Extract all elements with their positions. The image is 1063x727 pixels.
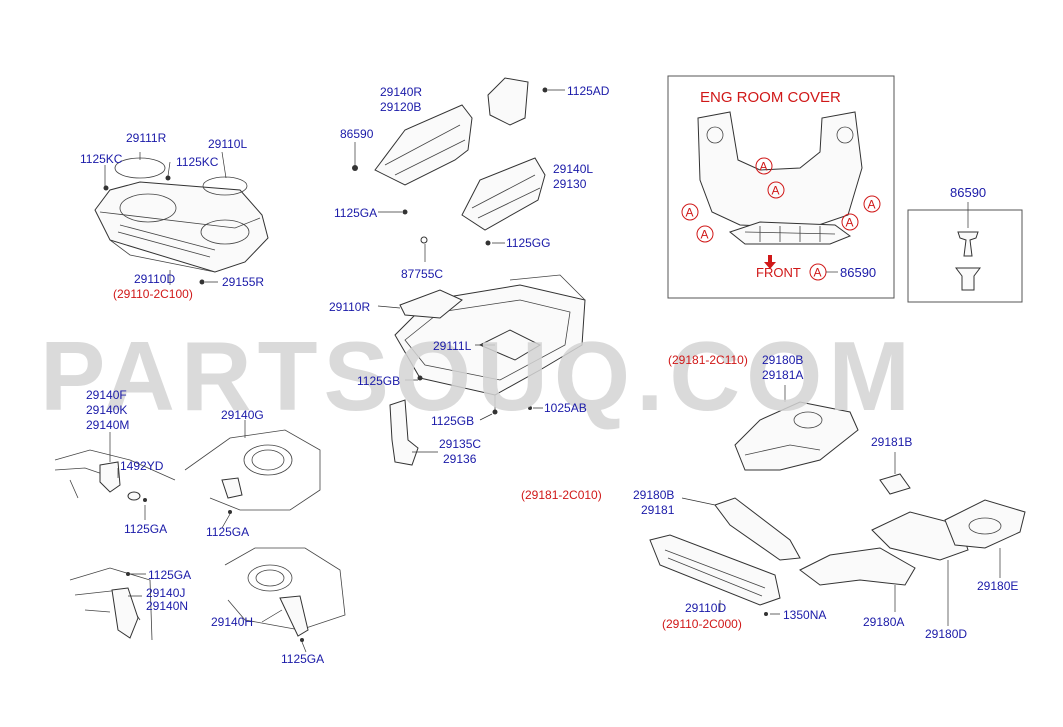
part-label-1125GA[interactable]: 1125GA bbox=[281, 652, 324, 666]
clip-icon bbox=[199, 279, 205, 285]
front-label: FRONT bbox=[756, 265, 801, 280]
part-label-87755C[interactable]: 87755C bbox=[401, 267, 443, 281]
circle-a-marker: A bbox=[701, 228, 709, 242]
part-label-29181[interactable]: 29181 bbox=[641, 503, 675, 517]
part-label-29140L[interactable]: 29140L bbox=[553, 162, 593, 176]
part-label-1125KC[interactable]: 1125KC bbox=[80, 152, 123, 166]
arrow-down-icon bbox=[764, 255, 776, 269]
clip-icon bbox=[420, 236, 428, 244]
bracket-group-29140J bbox=[69, 567, 153, 641]
part-label-29180B[interactable]: 29180B bbox=[762, 353, 803, 367]
bracket-29135C bbox=[389, 399, 419, 466]
bracket-group-29140H bbox=[224, 547, 346, 653]
under-cover-assembly bbox=[94, 151, 269, 285]
clip-icon bbox=[957, 231, 979, 257]
cap-29111R bbox=[114, 157, 166, 179]
bolt-icon bbox=[417, 375, 423, 381]
bolt-icon bbox=[143, 498, 147, 502]
part-label-1125AD[interactable]: 1125AD bbox=[567, 84, 610, 98]
part-label-29180D[interactable]: 29180D bbox=[925, 627, 967, 641]
clip-icon bbox=[352, 165, 358, 171]
part-label-29135C[interactable]: 29135C bbox=[439, 437, 481, 451]
part-label-29140N[interactable]: 29140N bbox=[146, 599, 188, 613]
part-label-29155R[interactable]: 29155R bbox=[222, 275, 264, 289]
alt-part-label[interactable]: (29181-2C110) bbox=[668, 353, 748, 367]
bolt-icon bbox=[165, 175, 171, 181]
watermark-text: PARTSOUQ.COM bbox=[40, 321, 916, 431]
bolt-icon bbox=[542, 87, 548, 93]
part-label-29111R[interactable]: 29111R bbox=[126, 131, 167, 145]
part-label-29140M[interactable]: 29140M bbox=[86, 418, 129, 432]
cap-29181B bbox=[879, 473, 911, 495]
bolt-icon bbox=[126, 572, 130, 576]
bolt-icon bbox=[228, 510, 232, 514]
part-labels: 29111R 1125KC 1125KC 29110L 29110D (2911… bbox=[80, 84, 1018, 666]
bolt-icon bbox=[402, 209, 408, 215]
part-label-29180E[interactable]: 29180E bbox=[977, 579, 1018, 593]
inset-clip-86590 bbox=[907, 202, 1023, 303]
clip-icon bbox=[955, 267, 981, 291]
part-label-29180A[interactable]: 29180A bbox=[863, 615, 904, 629]
bolt-icon bbox=[492, 409, 498, 415]
bolt-icon bbox=[300, 638, 304, 642]
part-label-1125GA[interactable]: 1125GA bbox=[334, 206, 377, 220]
alt-part-label[interactable]: (29110-2C000) bbox=[662, 617, 742, 631]
part-label-1125GA[interactable]: 1125GA bbox=[124, 522, 167, 536]
part-label-29140J[interactable]: 29140J bbox=[146, 586, 185, 600]
part-label-1125GG[interactable]: 1125GG bbox=[506, 236, 550, 250]
cap-29110L bbox=[202, 176, 248, 196]
part-label-29181A[interactable]: 29181A bbox=[762, 368, 803, 382]
part-label-86590[interactable]: 86590 bbox=[340, 127, 374, 141]
bolt-icon bbox=[764, 612, 768, 616]
part-label-1125GB[interactable]: 1125GB bbox=[431, 414, 474, 428]
part-label-29140F[interactable]: 29140F bbox=[86, 388, 127, 402]
circle-a-marker: A bbox=[846, 216, 854, 230]
part-label-1350NA[interactable]: 1350NA bbox=[783, 608, 826, 622]
part-label-1125GA[interactable]: 1125GA bbox=[206, 525, 249, 539]
cover-29180A-D-E bbox=[799, 499, 1026, 626]
cover-29180B-upper bbox=[734, 385, 911, 495]
part-label-1125KC[interactable]: 1125KC bbox=[176, 155, 219, 169]
circle-a-marker: A bbox=[686, 206, 694, 220]
part-label-29181B[interactable]: 29181B bbox=[871, 435, 912, 449]
part-label-29140G[interactable]: 29140G bbox=[221, 408, 264, 422]
circle-a-marker: A bbox=[868, 198, 876, 212]
part-label-29111L[interactable]: 29111L bbox=[433, 339, 472, 353]
subframe-assembly bbox=[377, 274, 586, 466]
part-label-29110D[interactable]: 29110D bbox=[134, 272, 175, 286]
inset-title: ENG ROOM COVER bbox=[700, 89, 841, 106]
circle-a-marker: A bbox=[760, 160, 768, 174]
inset-eng-room-cover bbox=[667, 75, 895, 299]
part-label-1025AB[interactable]: 1025AB bbox=[544, 401, 587, 415]
part-label-29120B[interactable]: 29120B bbox=[380, 100, 421, 114]
part-label-29180B[interactable]: 29180B bbox=[633, 488, 674, 502]
cover-29180B-lower bbox=[681, 497, 801, 561]
part-label-29136[interactable]: 29136 bbox=[443, 452, 477, 466]
circle-a-markers: A A A A A A A bbox=[681, 157, 881, 281]
bracket-group-29140G bbox=[184, 420, 321, 529]
clip-icon bbox=[528, 406, 532, 410]
bolt-icon bbox=[103, 185, 109, 191]
circle-a-marker: A bbox=[772, 184, 780, 198]
part-label-1125GA[interactable]: 1125GA bbox=[148, 568, 191, 582]
circle-a-marker: A bbox=[814, 266, 822, 280]
part-label-29130[interactable]: 29130 bbox=[553, 177, 587, 191]
part-label-1125GB[interactable]: 1125GB bbox=[357, 374, 400, 388]
part-label-29110R[interactable]: 29110R bbox=[329, 300, 370, 314]
part-label-29140H[interactable]: 29140H bbox=[211, 615, 253, 629]
part-label-29110L[interactable]: 29110L bbox=[208, 137, 247, 151]
part-label-29140K[interactable]: 29140K bbox=[86, 403, 127, 417]
part-label-86590-front[interactable]: 86590 bbox=[840, 265, 876, 280]
bracket-group-29140F bbox=[54, 432, 176, 520]
under-cover-29110D-lower bbox=[649, 534, 781, 616]
part-label-29140R[interactable]: 29140R bbox=[380, 85, 422, 99]
alt-part-label[interactable]: (29110-2C100) bbox=[113, 287, 193, 301]
part-label-29110D[interactable]: 29110D bbox=[685, 601, 726, 615]
part-label-86590-inset[interactable]: 86590 bbox=[950, 185, 986, 200]
part-label-1492YD[interactable]: 1492YD bbox=[120, 459, 164, 473]
alt-part-label[interactable]: (29181-2C010) bbox=[521, 488, 602, 502]
side-cover-group bbox=[352, 77, 565, 262]
bolt-icon bbox=[485, 240, 491, 246]
